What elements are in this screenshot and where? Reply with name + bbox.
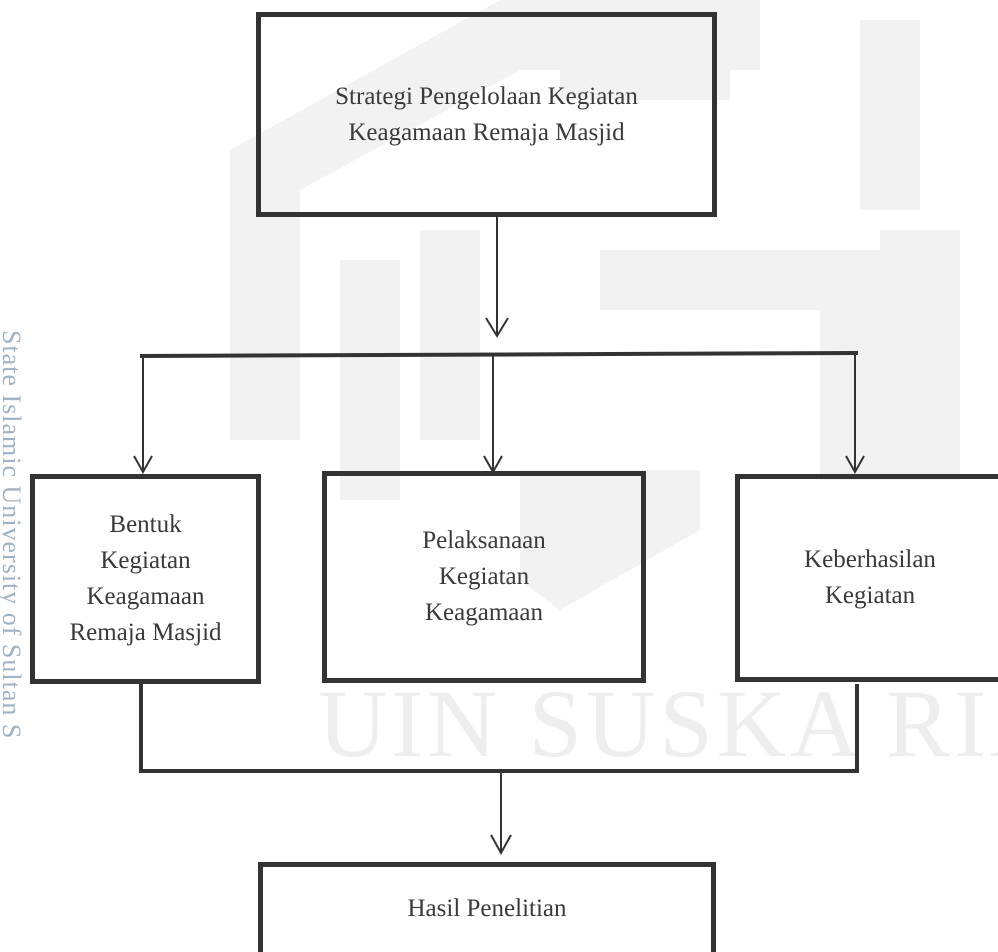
right-box: Keberhasilan Kegiatan — [735, 474, 998, 682]
left-box-text: Bentuk Kegiatan Keagamaan Remaja Masjid — [69, 507, 221, 651]
center-box-text: Pelaksanaan Kegiatan Keagamaan — [422, 523, 546, 631]
right-box-line-1: Keberhasilan — [804, 546, 936, 573]
top-box: Strategi Pengelolaan Kegiatan Keagamaan … — [256, 12, 717, 217]
center-box-line-1: Pelaksanaan — [422, 527, 546, 554]
top-box-text: Strategi Pengelolaan Kegiatan Keagamaan … — [335, 79, 638, 151]
arrow-head-right — [845, 455, 865, 475]
arrow-head-left — [133, 455, 153, 475]
bottom-box-text: Hasil Penelitian — [408, 891, 567, 927]
right-box-line-2: Kegiatan — [824, 582, 916, 609]
left-box-line-3: Keagamaan — [86, 583, 205, 610]
arrow-head-top — [485, 317, 509, 338]
arrow-head-bottom — [490, 834, 512, 856]
connector-bus-top — [139, 351, 859, 358]
left-box-line-1: Bentuk — [109, 511, 182, 538]
left-box-line-4: Remaja Masjid — [69, 619, 222, 646]
center-box-line-2: Kegiatan — [438, 563, 530, 590]
bottom-box: Hasil Penelitian — [258, 862, 716, 952]
top-box-line-2: Keagamaan Remaja Masjid — [348, 118, 625, 146]
center-box-line-3: Keagamaan — [425, 599, 543, 626]
bottom-box-line-1: Hasil Penelitian — [407, 895, 567, 922]
right-box-text: Keberhasilan Kegiatan — [804, 542, 936, 614]
left-box-line-2: Kegiatan — [100, 547, 191, 574]
watermark-bottom-text: UIN SUSKA RIAU — [318, 670, 998, 777]
center-box: Pelaksanaan Kegiatan Keagamaan — [322, 471, 646, 683]
top-box-line-1: Strategi Pengelolaan Kegiatan — [335, 82, 638, 110]
left-box: Bentuk Kegiatan Keagamaan Remaja Masjid — [30, 474, 261, 684]
